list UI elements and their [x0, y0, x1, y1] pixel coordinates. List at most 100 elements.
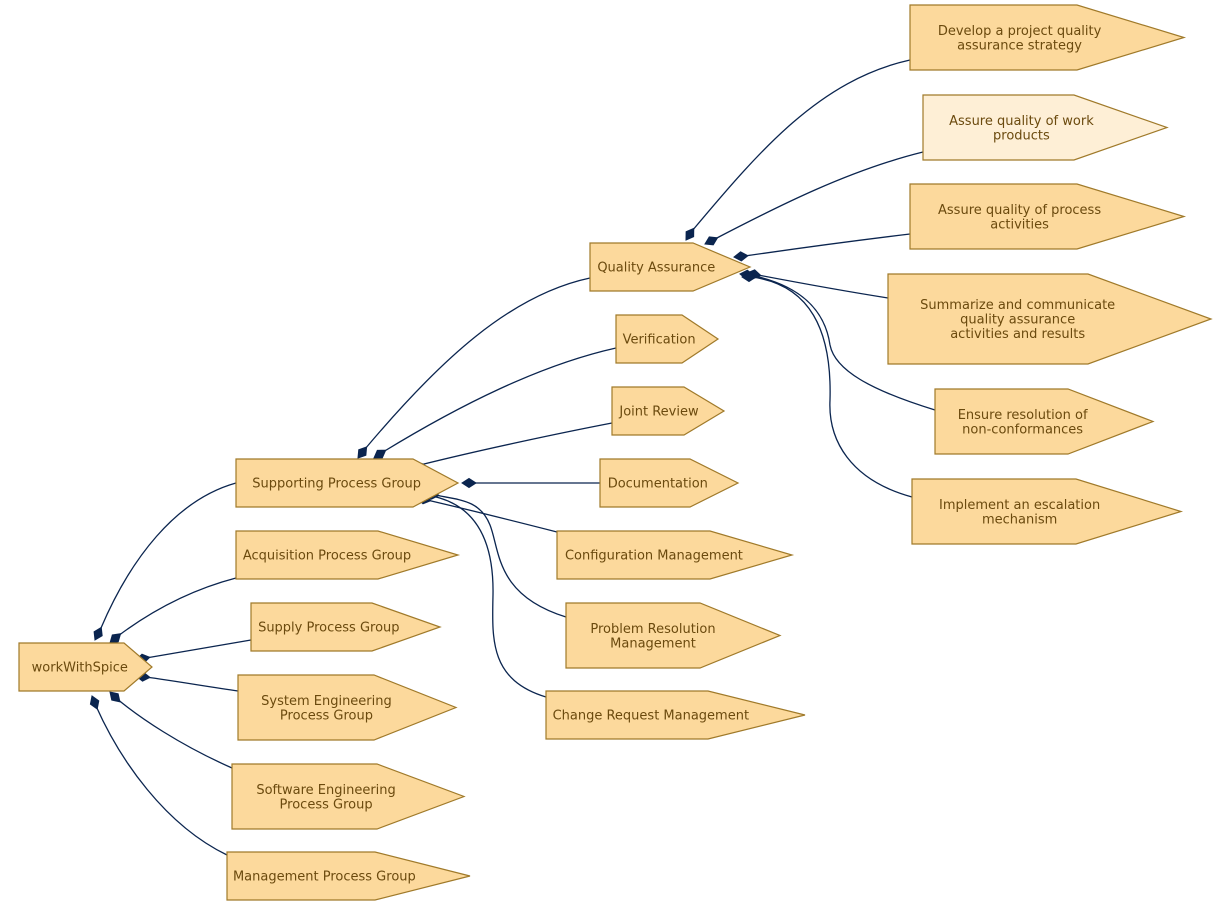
node-label: Assure quality of work — [949, 114, 1094, 129]
node-label: Process Group — [280, 708, 373, 723]
node-joint-review[interactable]: Joint Review — [611, 386, 726, 436]
node-shape — [18, 642, 153, 692]
edge-line — [434, 494, 567, 618]
node-shape — [909, 183, 1187, 250]
node-label: Summarize and communicate — [920, 298, 1115, 313]
node-label: Quality Assurance — [597, 261, 715, 276]
composition-diamond-icon — [741, 271, 757, 283]
node-shape — [887, 273, 1213, 365]
node-label: Ensure resolution of — [958, 408, 1088, 423]
edge-line — [382, 347, 617, 453]
node-label: System Engineering — [261, 694, 392, 709]
node-shape — [237, 674, 458, 741]
node-label: Verification — [623, 333, 696, 348]
node-shape — [226, 851, 471, 901]
edge-line — [145, 676, 239, 692]
node-label: quality assurance — [960, 313, 1075, 328]
node-shape — [589, 242, 752, 292]
node-label: Acquisition Process Group — [243, 549, 411, 564]
edge-line — [100, 482, 237, 629]
node-verification[interactable]: Verification — [615, 314, 720, 364]
node-supporting[interactable]: Supporting Process Group — [235, 458, 460, 508]
edge-supply-to-root — [135, 639, 252, 664]
node-supply[interactable]: Supply Process Group — [250, 602, 442, 652]
node-label: assurance strategy — [957, 38, 1082, 53]
node-root[interactable]: workWithSpice — [18, 642, 153, 692]
edge-configuration_management-to-supporting — [416, 494, 558, 533]
edge-line — [426, 499, 558, 533]
edge-line — [431, 495, 547, 698]
node-acquisition[interactable]: Acquisition Process Group — [235, 530, 461, 580]
edge-documentation-to-supporting — [461, 477, 601, 489]
node-shape — [235, 530, 461, 580]
node-label: Develop a project quality — [938, 24, 1102, 39]
node-shape — [922, 94, 1169, 161]
node-documentation[interactable]: Documentation — [599, 458, 740, 508]
node-change-request[interactable]: Change Request Management — [545, 690, 806, 740]
node-label: Documentation — [608, 477, 708, 492]
node-configuration-management[interactable]: Configuration Management — [556, 530, 795, 580]
node-shape — [235, 458, 460, 508]
edge-verification-to-supporting — [373, 347, 617, 459]
edge-line — [749, 274, 936, 411]
composition-diamond-icon — [733, 251, 749, 262]
node-shape — [250, 602, 442, 652]
node-label: Assure quality of process — [938, 203, 1101, 218]
edges-layer — [89, 59, 936, 856]
node-shape — [556, 530, 795, 580]
node-label: non-conformances — [962, 422, 1083, 437]
edge-quality_assurance-to-supporting — [357, 277, 591, 459]
node-label: products — [993, 128, 1050, 143]
node-label: Configuration Management — [565, 549, 743, 564]
node-shape — [615, 314, 720, 364]
edge-line — [744, 233, 911, 257]
edge-line — [757, 274, 889, 299]
edge-line — [145, 639, 252, 659]
edge-system_engineering-to-root — [135, 671, 239, 692]
node-label: Supporting Process Group — [252, 477, 421, 492]
composition-diamond-icon — [109, 691, 121, 703]
node-label: Supply Process Group — [258, 621, 399, 636]
edge-line — [115, 697, 233, 769]
edge-line — [364, 277, 591, 450]
node-label: Change Request Management — [553, 709, 749, 724]
edge-software_engineering-to-root — [109, 691, 233, 769]
edge-qa_work_products-to-quality_assurance — [704, 151, 924, 246]
edge-line — [117, 577, 237, 637]
node-label: Joint Review — [618, 405, 699, 420]
edge-management-to-root — [89, 695, 228, 856]
node-shape — [934, 388, 1155, 455]
composition-diamond-icon — [685, 227, 695, 241]
composition-diamond-icon — [89, 695, 100, 710]
node-label: activities and results — [950, 327, 1085, 342]
node-quality-assurance[interactable]: Quality Assurance — [589, 242, 752, 292]
node-shape — [909, 4, 1187, 71]
edge-line — [419, 422, 613, 466]
composition-diamond-icon — [357, 446, 368, 459]
composition-diamond-icon — [704, 236, 719, 246]
node-label: Problem Resolution — [590, 622, 715, 637]
composition-diamond-icon — [461, 477, 477, 489]
edge-acquisition-to-root — [109, 577, 237, 644]
node-label: workWithSpice — [32, 661, 128, 676]
node-management[interactable]: Management Process Group — [226, 851, 471, 901]
node-shape — [599, 458, 740, 508]
node-shape — [611, 386, 726, 436]
node-shape — [545, 690, 806, 740]
node-shape — [231, 763, 466, 830]
composition-diamond-icon — [109, 633, 122, 644]
edge-line — [95, 705, 228, 856]
composition-diamond-icon — [373, 449, 387, 459]
composition-diamond-icon — [93, 626, 103, 641]
edge-supporting-to-root — [93, 482, 237, 641]
